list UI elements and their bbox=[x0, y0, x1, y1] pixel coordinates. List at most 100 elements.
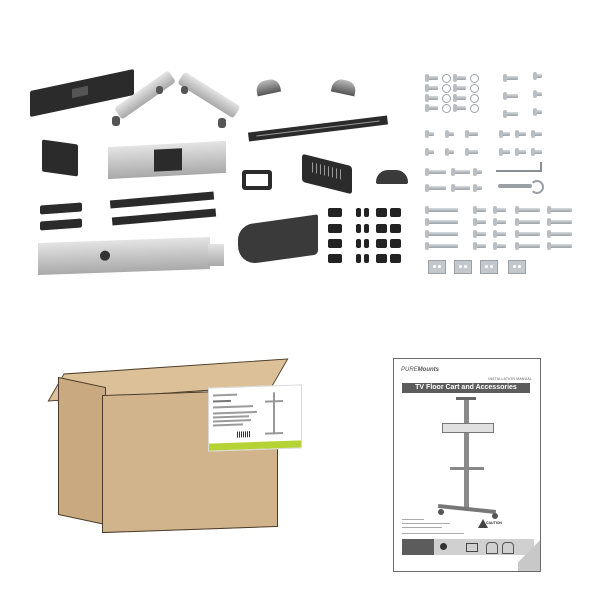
vented-cover bbox=[302, 153, 352, 195]
metal-plate bbox=[454, 260, 472, 274]
bolt bbox=[453, 104, 466, 112]
bolt bbox=[453, 84, 466, 92]
long-screw bbox=[547, 230, 572, 238]
screw bbox=[473, 242, 486, 250]
base-plate-cutout bbox=[72, 85, 88, 99]
bolt bbox=[425, 104, 438, 112]
manual-footer-bar bbox=[402, 539, 534, 555]
screw bbox=[465, 130, 478, 138]
hex-screw bbox=[503, 74, 518, 82]
brand-logo: PUREMounts bbox=[401, 367, 439, 373]
screw bbox=[473, 230, 486, 238]
flat-screw bbox=[533, 108, 542, 116]
spacer bbox=[356, 239, 361, 248]
caution-label: CAUTION bbox=[486, 521, 502, 525]
cart-wheel bbox=[492, 513, 498, 519]
washer bbox=[442, 74, 451, 83]
screw bbox=[425, 148, 434, 156]
tv-mounting-arm bbox=[111, 208, 217, 226]
cart-shelf bbox=[450, 467, 484, 470]
long-screw bbox=[515, 230, 540, 238]
spacer-grid bbox=[328, 208, 418, 268]
bolt bbox=[453, 74, 466, 82]
column-section bbox=[108, 140, 226, 180]
rail-slot bbox=[256, 120, 380, 137]
metal-plate bbox=[508, 260, 526, 274]
end-cap bbox=[40, 218, 82, 231]
spacer bbox=[376, 208, 387, 217]
long-screw bbox=[515, 242, 540, 250]
screw bbox=[473, 218, 486, 226]
wrench-head bbox=[530, 180, 544, 194]
tv-icon bbox=[466, 543, 478, 552]
flat-screw bbox=[533, 90, 542, 98]
allen-key-bend bbox=[540, 162, 542, 172]
caster-wheel bbox=[218, 118, 226, 128]
screw bbox=[445, 130, 454, 138]
spacer bbox=[328, 239, 342, 248]
caution-icon bbox=[478, 519, 488, 528]
screw bbox=[451, 184, 470, 192]
caster-wheel bbox=[156, 86, 163, 94]
column-joint bbox=[154, 148, 182, 172]
screw bbox=[531, 148, 542, 156]
spacer bbox=[376, 224, 387, 233]
caster-wheel bbox=[112, 116, 120, 126]
label-text-line bbox=[213, 419, 251, 422]
cart-illustration bbox=[273, 392, 275, 435]
spacer bbox=[376, 254, 387, 263]
round-cap bbox=[376, 170, 408, 184]
screw bbox=[425, 168, 446, 176]
label-text-line bbox=[213, 393, 237, 396]
screw bbox=[473, 206, 486, 214]
screw bbox=[493, 242, 506, 250]
box-label bbox=[208, 384, 302, 452]
box-side bbox=[58, 376, 106, 526]
flat-screw bbox=[533, 72, 542, 80]
bolt bbox=[453, 94, 466, 102]
screw bbox=[425, 184, 446, 192]
long-screw bbox=[547, 242, 572, 250]
spacer bbox=[390, 254, 401, 263]
bolt bbox=[425, 84, 438, 92]
screw bbox=[515, 130, 526, 138]
cart-illustration-base bbox=[265, 432, 283, 435]
hex-screw bbox=[503, 110, 518, 118]
label-green-strip bbox=[209, 440, 301, 451]
plastic-cap-right bbox=[330, 77, 358, 97]
washer bbox=[470, 84, 479, 93]
info-text-line bbox=[402, 523, 450, 524]
mounting-rail bbox=[247, 115, 389, 142]
info-text-line bbox=[402, 519, 424, 520]
page-curl bbox=[518, 531, 540, 571]
screw bbox=[445, 148, 454, 156]
long-screw bbox=[425, 230, 458, 238]
manual-title: TV Floor Cart and Accessories bbox=[402, 383, 530, 393]
spacer bbox=[356, 224, 361, 233]
caster-wheel bbox=[181, 86, 188, 94]
spacer bbox=[376, 239, 387, 248]
long-screw bbox=[515, 206, 540, 214]
long-screw bbox=[547, 206, 572, 214]
long-screw bbox=[515, 218, 540, 226]
cart-tv-mount bbox=[442, 423, 494, 433]
label-text-line bbox=[213, 405, 253, 408]
label-text-line bbox=[213, 399, 231, 402]
screw bbox=[425, 130, 434, 138]
weight-icon bbox=[486, 542, 498, 554]
washer bbox=[442, 84, 451, 93]
spacer bbox=[328, 254, 342, 263]
screw bbox=[515, 148, 526, 156]
wrench bbox=[498, 184, 532, 188]
screw bbox=[493, 218, 506, 226]
caster-leg-right bbox=[177, 71, 241, 119]
info-text-line bbox=[402, 533, 464, 534]
shelf-tray bbox=[238, 214, 318, 266]
long-screw bbox=[547, 218, 572, 226]
spacer bbox=[364, 239, 369, 248]
spacer bbox=[356, 208, 361, 217]
column-knob bbox=[100, 250, 110, 261]
spacer bbox=[390, 239, 401, 248]
spacer bbox=[390, 208, 401, 217]
info-text-line bbox=[402, 527, 442, 528]
